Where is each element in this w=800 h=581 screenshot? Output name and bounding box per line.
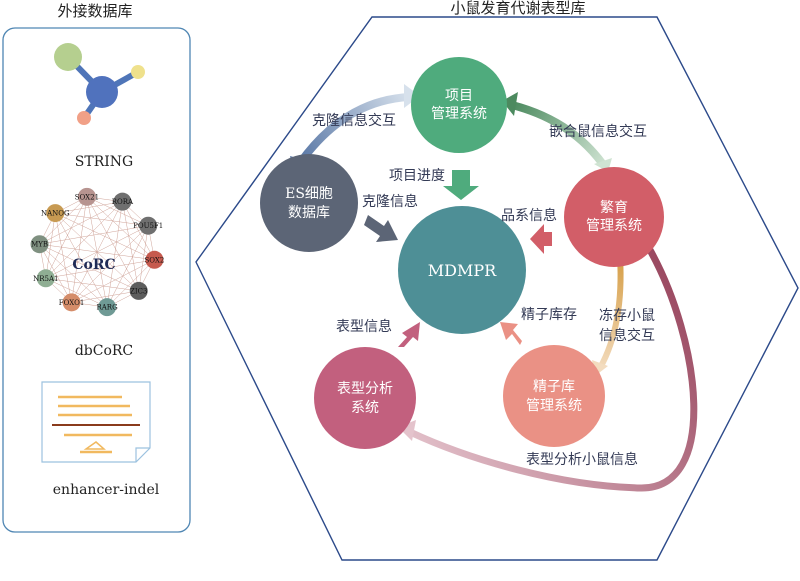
enhancer-label: enhancer-indel (53, 482, 160, 498)
svg-text:系统: 系统 (351, 400, 379, 416)
corc-node-label: RARG (96, 304, 118, 312)
enhancer-document-icon (41, 381, 151, 463)
right-panel-title: 小鼠发育代谢表型库 (450, 0, 585, 17)
chimera-arrowhead-top (502, 92, 518, 116)
corc-edge (39, 201, 123, 245)
module-breeding[interactable]: 繁育 管理系统 (564, 167, 664, 267)
label-phenotype-mouse-info: 表型分析小鼠信息 (526, 451, 638, 468)
module-project[interactable]: 项目 管理系统 (411, 57, 507, 153)
phenotype-mouse-info-arrow (408, 248, 698, 492)
corc-node: POU5F1 (133, 216, 163, 235)
corc-edge (55, 213, 72, 303)
corc-edge (39, 225, 149, 245)
label-clone-info: 克隆信息 (362, 193, 418, 210)
label-frozen-exchange-line1: 冻存小鼠 (599, 307, 655, 324)
hexagon-frame (195, 16, 799, 561)
corc-edge (39, 244, 108, 308)
corc-node-label: MYB (31, 241, 48, 249)
corc-center-label: CoRC (72, 257, 115, 273)
corc-edge (55, 212, 155, 261)
corc-node: NANOG (41, 204, 70, 223)
label-strain-info: 品系信息 (501, 207, 557, 224)
svg-text:精子库: 精子库 (533, 379, 575, 395)
label-chimera-exchange: 嵌合鼠信息交互 (549, 123, 647, 140)
svg-text:管理系统: 管理系统 (526, 398, 582, 414)
progress-arrow (443, 170, 479, 200)
svg-text:项目: 项目 (445, 88, 473, 104)
corc-edge (122, 201, 139, 291)
corc-node: FOXO1 (59, 293, 85, 312)
label-phenotype-info: 表型信息 (336, 318, 392, 335)
clone-exchange-arrow (296, 93, 411, 166)
clone-info-arrow (364, 215, 398, 242)
svg-text:管理系统: 管理系统 (431, 106, 487, 122)
left-panel-title: 外接数据库 (57, 2, 132, 20)
phenotype-info-arrow (398, 322, 420, 347)
center-mdmpr[interactable]: MDMPR (398, 206, 526, 334)
corc-edge (71, 259, 155, 303)
corc-node: MYB (30, 235, 49, 254)
corc-node-label: RORA (112, 198, 134, 206)
corc-edge (39, 243, 139, 292)
corc-node-label: SOX2 (145, 256, 165, 264)
sperm-stock-arrow (500, 322, 522, 345)
label-clone-exchange: 克隆信息交互 (312, 112, 396, 129)
corc-edge (55, 212, 149, 226)
corc-edge (86, 196, 155, 260)
corc-edge (45, 213, 56, 279)
frozen-exchange-arrow (597, 255, 624, 370)
corc-edge (45, 278, 139, 292)
corc-node-label: NR5A1 (33, 275, 58, 283)
corc-edge (45, 196, 88, 279)
corc-node: NR5A1 (33, 269, 58, 288)
corc-node: RARG (96, 298, 118, 317)
chimera-exchange-arrow (510, 101, 606, 166)
corc-node: SOX2 (145, 250, 165, 269)
corc-node-label: ZIC3 (130, 287, 147, 295)
corc-node-label: POU5F1 (133, 222, 163, 230)
corc-edge (55, 212, 108, 308)
corc-edge (71, 290, 139, 303)
dbcorc-label: dbCoRC (75, 343, 133, 359)
module-es-cell-db[interactable]: ES细胞 数据库 (260, 154, 358, 252)
corc-node-label: SOX21 (75, 193, 99, 201)
string-label: STRING (75, 154, 133, 170)
module-sperm-bank[interactable]: 精子库 管理系统 (503, 345, 605, 447)
svg-text:管理系统: 管理系统 (586, 218, 642, 234)
svg-text:MDMPR: MDMPR (428, 261, 497, 280)
left-panel-frame (2, 27, 191, 533)
module-phenotype[interactable]: 表型分析 系统 (314, 347, 416, 449)
string-network-icon (54, 43, 145, 125)
corc-edge (45, 259, 155, 279)
label-project-progress: 项目进度 (389, 168, 445, 184)
corc-node-label: FOXO1 (59, 299, 85, 307)
svg-text:表型分析: 表型分析 (337, 381, 393, 397)
corc-node-label: NANOG (41, 210, 70, 218)
svg-text:繁育: 繁育 (600, 200, 628, 216)
corc-edge (55, 212, 139, 292)
label-frozen-exchange-line2: 信息交互 (599, 327, 655, 344)
svg-text:ES细胞: ES细胞 (285, 186, 333, 202)
corc-node: RORA (112, 192, 134, 211)
corc-node: ZIC3 (129, 281, 148, 300)
corc-edge (55, 201, 123, 214)
corc-node: SOX21 (75, 187, 99, 206)
svg-text:数据库: 数据库 (288, 205, 330, 221)
corc-edge (106, 225, 149, 308)
strain-info-arrow (530, 224, 552, 254)
corc-edge (45, 278, 108, 308)
corc-edge (39, 244, 72, 303)
label-sperm-stock: 精子库存 (521, 307, 577, 323)
